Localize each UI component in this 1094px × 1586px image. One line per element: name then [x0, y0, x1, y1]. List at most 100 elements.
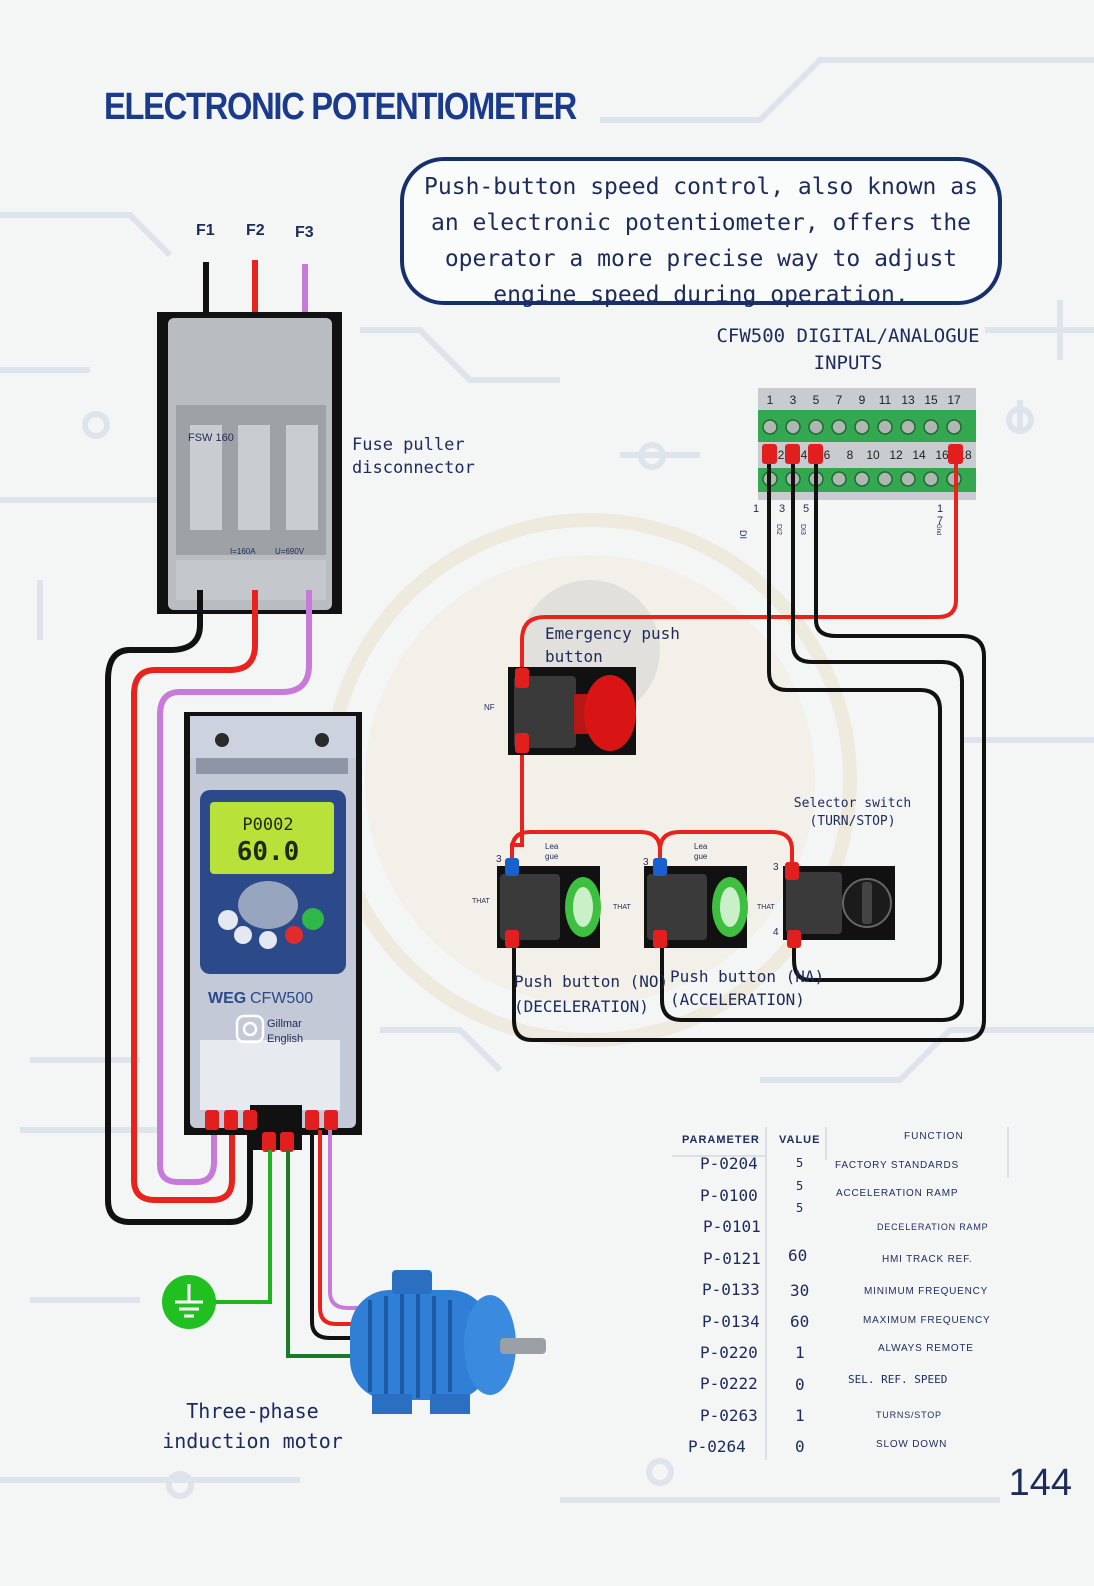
that-label-2: THAT	[613, 904, 631, 911]
param-function: SEL. REF. SPEED	[848, 1373, 948, 1386]
header-parameter: PARAMETER	[682, 1134, 760, 1146]
terminal-number: 6	[824, 448, 831, 462]
wire-motor-black	[310, 1130, 360, 1340]
param-function: ALWAYS REMOTE	[878, 1343, 974, 1354]
inputs-label-line1: CFW500 DIGITAL/ANALOGUE	[716, 325, 980, 347]
emergency-label-line1: Emergency push	[545, 624, 680, 643]
wire-purple-fuse-vfd	[157, 590, 312, 1185]
terminal-number: 5	[813, 393, 820, 407]
vfd-cfw500	[184, 712, 362, 1135]
param-value: 5	[796, 1201, 804, 1215]
param-value: 5	[796, 1179, 804, 1193]
nf-label: NF	[484, 703, 495, 712]
motor-label: Three-phase induction motor	[160, 1396, 345, 1456]
param-function: HMI TRACK REF.	[882, 1254, 973, 1265]
param-function: FACTORY STANDARDS	[835, 1160, 959, 1171]
lcd-value-text: 60.0	[237, 837, 300, 867]
param-code: P-0134	[702, 1312, 760, 1331]
terminal-number: 11	[879, 393, 892, 407]
param-function: MINIMUM FREQUENCY	[864, 1286, 989, 1297]
watermark-line2: English	[267, 1033, 303, 1045]
param-value: 30	[790, 1281, 810, 1300]
terminal-number: 15	[924, 393, 938, 407]
term-label-1: 1	[753, 503, 760, 515]
emergency-label: Emergency push button	[545, 622, 680, 668]
wire-di2	[660, 455, 964, 1022]
header-value: VALUE	[779, 1134, 821, 1146]
term-label-5: 5	[803, 503, 810, 515]
fuse-rating-volt: U=690V	[275, 547, 305, 556]
contact-4-label: 4	[773, 927, 779, 938]
wire-motor-purple	[328, 1130, 366, 1310]
param-function: SLOW DOWN	[876, 1439, 948, 1450]
param-code: P-0100	[700, 1186, 758, 1205]
wire-gnd-red	[510, 455, 958, 866]
inputs-label: CFW500 DIGITAL/ANALOGUE INPUTS	[712, 323, 984, 377]
terminal-number: 10	[866, 448, 880, 462]
motor-label-line1: Three-phase	[186, 1399, 319, 1423]
emergency-label-line2: button	[545, 647, 603, 666]
terminal-number: 7	[836, 393, 843, 407]
term-label-3: 3	[779, 503, 786, 515]
param-value: 5	[796, 1156, 804, 1170]
selector-switch	[783, 862, 895, 948]
terminal-number: 4	[801, 448, 808, 462]
param-value: 1	[795, 1406, 805, 1425]
param-code: P-0220	[700, 1343, 758, 1362]
lea-label-1: Lea	[545, 842, 559, 851]
param-code: P-0222	[700, 1374, 758, 1393]
terminal-number: 9	[859, 393, 866, 407]
param-code: P-0263	[700, 1406, 758, 1425]
wire-black-fuse-vfd	[105, 590, 253, 1225]
param-value: 0	[795, 1375, 805, 1394]
phase-label-f2: F2	[246, 222, 265, 239]
fuse-label: Fuse puller disconnector	[352, 434, 475, 480]
header-function: FUNCTION	[904, 1131, 964, 1142]
terminal-number: 12	[889, 448, 903, 462]
terminal-number: 3	[790, 393, 797, 407]
terminal-number: 16	[935, 448, 949, 462]
term-label-17a: 1	[937, 503, 944, 515]
terminal-number: 17	[947, 393, 961, 407]
param-function: ACCELERATION RAMP	[836, 1188, 959, 1199]
param-code: P-0133	[702, 1280, 760, 1299]
term-label-17b: 7	[937, 515, 944, 527]
param-function: DECELERATION RAMP	[877, 1222, 989, 1232]
pb-acc-label-line2: (ACCELERATION)	[670, 990, 805, 1009]
selector-label: Selector switch (TURN/STOP)	[790, 795, 915, 831]
watermark-line1: Gillmar	[267, 1018, 302, 1030]
wire-di1	[767, 455, 942, 982]
wire-motor-red	[318, 1130, 362, 1326]
fuse-label-line1: Fuse puller	[352, 435, 465, 455]
fuse-disconnector	[157, 312, 342, 614]
pb-acc-label: Push button (NA) (ACCELERATION)	[670, 965, 824, 1011]
wire-top-link-2	[658, 830, 794, 868]
instagram-icon	[235, 1014, 265, 1044]
that-label-1: THAT	[472, 898, 490, 905]
param-function: MAXIMUM FREQUENCY	[863, 1315, 991, 1326]
contact-3-label-b: 3	[643, 857, 649, 868]
emergency-stop-button	[508, 667, 636, 755]
contact-3-label-c: 3	[773, 862, 779, 873]
page-number: 144	[1008, 1462, 1072, 1504]
fuse-model: FSW 160	[188, 432, 234, 444]
terminal-top-numbers: 1 3 5 7 9 11 13 15 17	[767, 393, 961, 407]
param-value: 60	[788, 1246, 808, 1265]
terminal-number: 1	[767, 393, 774, 407]
terminal-number: 13	[901, 393, 915, 407]
param-code: P-0101	[703, 1217, 761, 1236]
wire-pe-motor	[286, 1150, 360, 1358]
param-value: 1	[795, 1343, 805, 1362]
contact-3-label-a: 3	[496, 854, 502, 865]
pb-dec-label-line1: Push button (NO)	[514, 972, 669, 991]
motor-label-line2: induction motor	[162, 1429, 343, 1453]
gue-label-2: gue	[694, 852, 708, 861]
vfd-model-text: CFW500	[250, 990, 313, 1007]
vfd-brand-text: WEG	[208, 990, 246, 1007]
param-value: 0	[795, 1437, 805, 1456]
param-code: P-0121	[703, 1249, 761, 1268]
wire-red-fuse-vfd	[131, 590, 258, 1203]
param-code: P-0264	[688, 1437, 746, 1456]
phase-label-f3: F3	[295, 224, 314, 241]
